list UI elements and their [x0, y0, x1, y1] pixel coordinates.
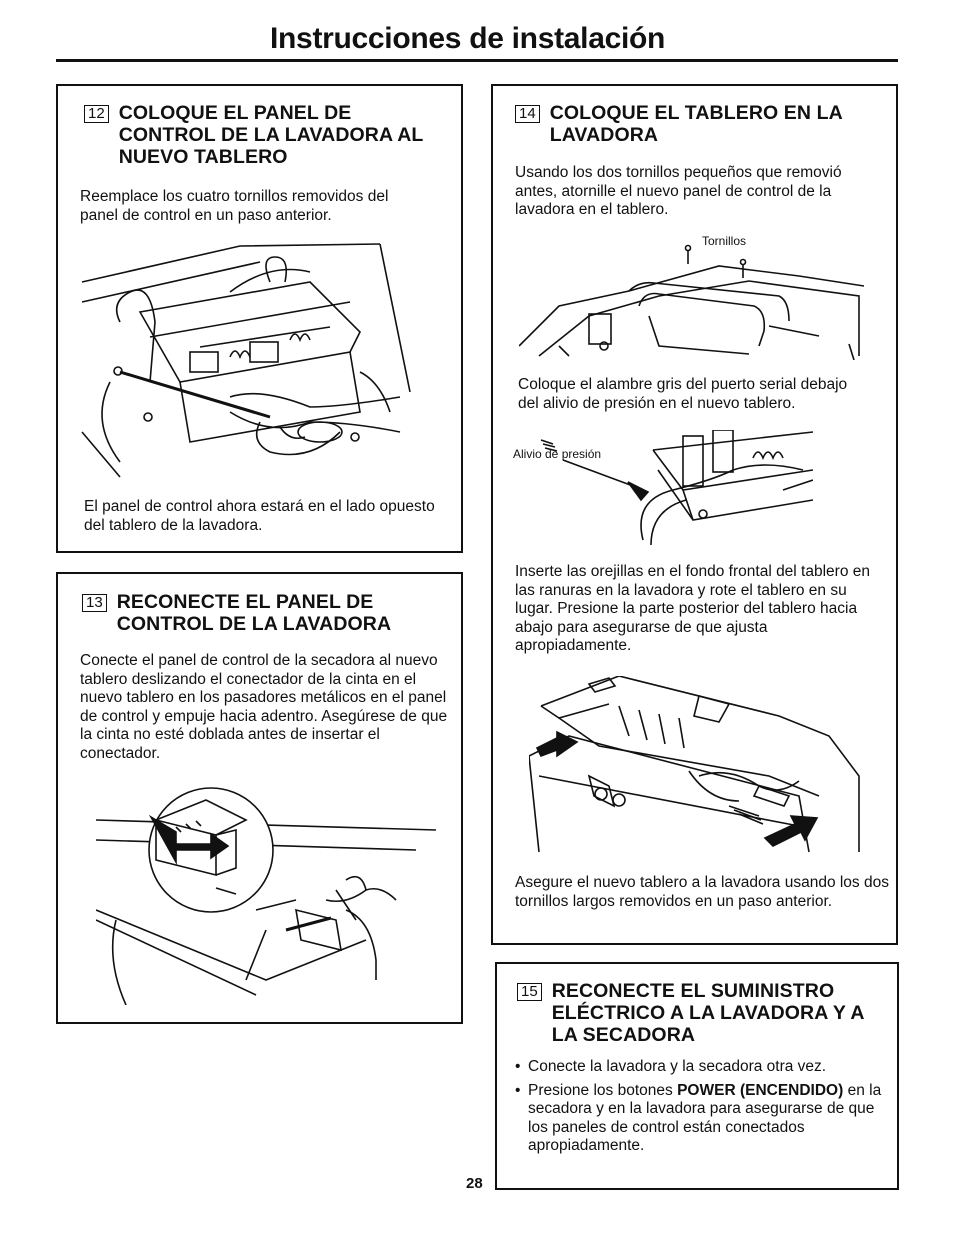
step-14-title: COLOQUE EL TABLERO EN LA LAVADORA: [549, 102, 843, 146]
step-13-panel: 13 RECONECTE EL PANEL DE CONTROL DE LA L…: [56, 572, 463, 1024]
step-13-heading: 13 RECONECTE EL PANEL DE CONTROL DE LA L…: [82, 591, 442, 635]
step-14-text-4: Asegure el nuevo tablero a la lavadora u…: [515, 874, 889, 910]
page-number: 28: [466, 1175, 483, 1192]
alivio-de-presion-label: Alivio de presión: [513, 447, 602, 461]
step-12-number: 12: [84, 105, 109, 123]
step-14-number: 14: [515, 105, 540, 123]
step-15-bullet-1: • Conecte la lavadora y la secadora otra…: [515, 1058, 883, 1077]
page-title: Instrucciones de instalación: [270, 22, 666, 55]
bullet-marker: •: [515, 1058, 521, 1075]
step-14-heading: 14 COLOQUE EL TABLERO EN LA LAVADORA: [515, 102, 885, 146]
step-14-text-1: Usando los dos tornillos pequeños que re…: [515, 164, 842, 219]
step-13-number: 13: [82, 594, 107, 612]
step-13-text: Conecte el panel de control de la secado…: [80, 652, 448, 762]
title-divider: [56, 59, 898, 62]
step-12-title: COLOQUE EL PANEL DE CONTROL DE LA LAVADO…: [118, 102, 424, 168]
step-15-bullet-list: • Conecte la lavadora y la secadora otra…: [515, 1058, 883, 1161]
step-15-bullet-2-pre: Presione los botones: [528, 1081, 678, 1099]
step-12-heading: 12 COLOQUE EL PANEL DE CONTROL DE LA LAV…: [84, 102, 444, 168]
step-12-panel: 12 COLOQUE EL PANEL DE CONTROL DE LA LAV…: [56, 84, 463, 553]
step-15-heading: 15 RECONECTE EL SUMINISTRO ELÉCTRICO A L…: [517, 980, 887, 1046]
step-15-bullet-2-post: en la secadora y en la lavadora para ase…: [528, 1081, 882, 1155]
step-13-title: RECONECTE EL PANEL DE CONTROL DE LA LAVA…: [116, 591, 392, 635]
step-15-bullet-1-text: Conecte la lavadora y la secadora otra v…: [528, 1058, 827, 1075]
ribbon-connector-illustration: [96, 787, 436, 1005]
step-14-text-3: Inserte las orejillas en el fondo fronta…: [515, 563, 870, 655]
step-12-text: Reemplace los cuatro tornillos removidos…: [80, 188, 389, 224]
step-12-caption: El panel de control ahora estará en el l…: [84, 498, 435, 534]
step-15-panel: 15 RECONECTE EL SUMINISTRO ELÉCTRICO A L…: [495, 962, 899, 1190]
step-15-bullet-2: • Presione los botones POWER (ENCENDIDO)…: [515, 1082, 883, 1156]
strain-relief-illustration: [540, 430, 813, 546]
step-15-title: RECONECTE EL SUMINISTRO ELÉCTRICO A LA L…: [551, 980, 864, 1046]
console-rotate-illustration: [529, 676, 860, 853]
power-button-label: POWER (ENCENDIDO): [677, 1081, 844, 1099]
step-15-number: 15: [517, 983, 542, 1001]
screws-on-console-illustration: [519, 244, 864, 360]
tornillos-label: Tornillos: [702, 234, 747, 248]
control-panel-screw-illustration: [81, 243, 411, 478]
bullet-marker: •: [515, 1081, 521, 1099]
step-15-bullet-2-text: Presione los botones POWER (ENCENDIDO) e…: [528, 1082, 883, 1156]
step-14-panel: 14 COLOQUE EL TABLERO EN LA LAVADORA Usa…: [491, 84, 898, 945]
step-14-text-2: Coloque el alambre gris del puerto seria…: [518, 376, 848, 412]
